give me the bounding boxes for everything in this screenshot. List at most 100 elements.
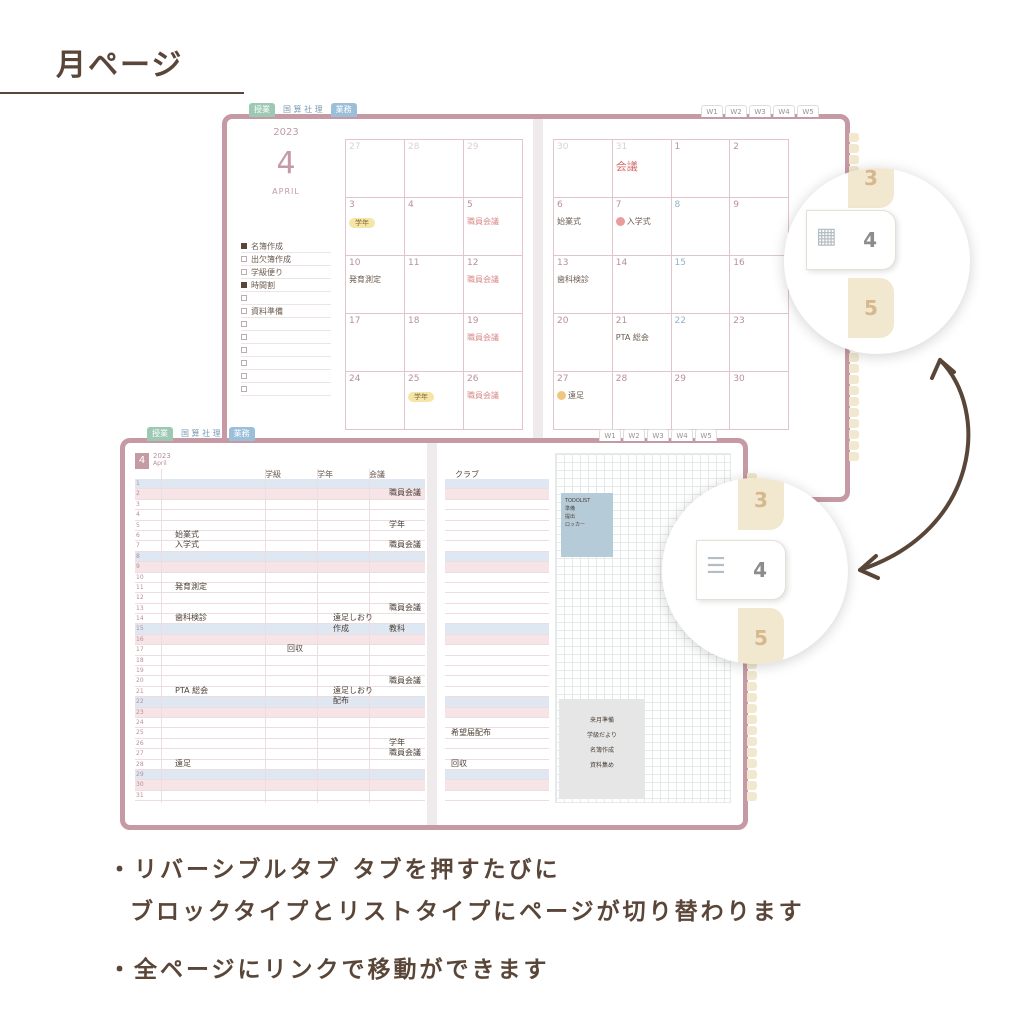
- side-tab[interactable]: [849, 397, 859, 406]
- side-tab[interactable]: [849, 364, 859, 373]
- checkbox-icon[interactable]: [241, 269, 247, 275]
- side-tab[interactable]: [849, 386, 859, 395]
- calendar-day[interactable]: 15: [671, 256, 731, 314]
- side-tab[interactable]: [747, 781, 757, 790]
- date-row[interactable]: [445, 500, 549, 511]
- checked-box-icon[interactable]: [241, 282, 247, 288]
- side-tab[interactable]: [747, 693, 757, 702]
- date-row[interactable]: 22: [135, 697, 425, 708]
- date-row[interactable]: 25: [135, 728, 425, 739]
- date-row[interactable]: [445, 634, 549, 646]
- date-row[interactable]: [445, 728, 549, 739]
- date-row[interactable]: [445, 707, 549, 718]
- date-row[interactable]: [445, 697, 549, 708]
- date-row[interactable]: 10: [135, 573, 425, 583]
- date-row[interactable]: 14: [135, 614, 425, 625]
- date-row[interactable]: [445, 739, 549, 750]
- date-row[interactable]: 1: [135, 479, 425, 490]
- date-row[interactable]: [445, 573, 549, 583]
- date-row[interactable]: [445, 718, 549, 729]
- calendar-day[interactable]: 28: [612, 372, 672, 430]
- subject-tabs-label[interactable]: 国 算 社 理: [283, 105, 323, 114]
- calendar-day[interactable]: 2: [730, 140, 789, 198]
- date-row[interactable]: [445, 687, 549, 698]
- date-row[interactable]: 23: [135, 707, 425, 718]
- side-tab[interactable]: [747, 704, 757, 713]
- side-tab[interactable]: [849, 441, 859, 450]
- work-tab[interactable]: 業務: [330, 103, 357, 117]
- date-row[interactable]: [445, 551, 549, 563]
- checkbox-icon[interactable]: [241, 347, 247, 353]
- checkbox-icon[interactable]: [241, 295, 247, 301]
- todo-item[interactable]: 名簿作成: [241, 240, 331, 253]
- week-tab-4[interactable]: W4: [773, 105, 795, 117]
- date-row[interactable]: 20: [135, 676, 425, 687]
- calendar-day[interactable]: 28: [405, 140, 464, 198]
- side-tab[interactable]: [849, 375, 859, 384]
- side-tab[interactable]: [747, 792, 757, 801]
- date-row[interactable]: [445, 780, 549, 791]
- date-row[interactable]: [445, 624, 549, 635]
- month-tab-3[interactable]: 3: [738, 478, 784, 530]
- subject-tabs-label[interactable]: 国 算 社 理: [181, 429, 221, 438]
- date-row[interactable]: [445, 791, 549, 802]
- date-row[interactable]: [445, 645, 549, 656]
- calendar-day[interactable]: 16: [730, 256, 789, 314]
- todo-item-empty[interactable]: [241, 331, 331, 344]
- work-tab[interactable]: 業務: [228, 427, 255, 441]
- calendar-day[interactable]: 14: [612, 256, 672, 314]
- date-row[interactable]: 27: [135, 749, 425, 760]
- month-tab-4-active[interactable]: 4: [806, 210, 896, 270]
- side-tab[interactable]: [849, 452, 859, 461]
- date-row[interactable]: [445, 531, 549, 542]
- week-tab-3[interactable]: W3: [749, 105, 771, 117]
- date-row[interactable]: 3: [135, 500, 425, 511]
- date-row[interactable]: 29: [135, 769, 425, 781]
- date-row[interactable]: 21: [135, 687, 425, 698]
- calendar-day[interactable]: 18: [405, 314, 464, 372]
- date-row[interactable]: [445, 541, 549, 552]
- calendar-day[interactable]: 20: [554, 314, 613, 372]
- side-tab[interactable]: [849, 430, 859, 439]
- date-row[interactable]: [445, 666, 549, 677]
- todo-item-empty[interactable]: [241, 318, 331, 331]
- date-row[interactable]: 31: [135, 791, 425, 802]
- date-row[interactable]: [445, 479, 549, 490]
- checkbox-icon[interactable]: [241, 308, 247, 314]
- calendar-day[interactable]: 30: [554, 140, 613, 198]
- side-tab[interactable]: [747, 473, 757, 482]
- week-tab-2[interactable]: W2: [725, 105, 747, 117]
- date-row[interactable]: 5: [135, 521, 425, 531]
- side-tab[interactable]: [849, 353, 859, 362]
- side-tab[interactable]: [747, 671, 757, 680]
- calendar-day[interactable]: 4: [405, 198, 464, 256]
- calendar-day[interactable]: 8: [671, 198, 731, 256]
- side-tab[interactable]: [747, 660, 757, 669]
- date-row[interactable]: 18: [135, 656, 425, 667]
- class-tab[interactable]: 授業: [249, 103, 275, 117]
- date-row[interactable]: [445, 593, 549, 604]
- side-tab[interactable]: [747, 737, 757, 746]
- todo-item[interactable]: 資料準備: [241, 305, 331, 318]
- date-row[interactable]: [445, 614, 549, 625]
- side-tab[interactable]: [849, 408, 859, 417]
- side-tab[interactable]: [849, 133, 859, 142]
- week-tab-2[interactable]: W2: [623, 429, 645, 441]
- date-row[interactable]: 26: [135, 739, 425, 750]
- checked-box-icon[interactable]: [241, 243, 247, 249]
- date-row[interactable]: 19: [135, 666, 425, 677]
- date-row[interactable]: 13: [135, 604, 425, 615]
- month-tab-5[interactable]: 5: [848, 278, 894, 338]
- side-tab[interactable]: [747, 726, 757, 735]
- week-tab-4[interactable]: W4: [671, 429, 693, 441]
- checkbox-icon[interactable]: [241, 321, 247, 327]
- date-row[interactable]: 12: [135, 593, 425, 604]
- checkbox-icon[interactable]: [241, 373, 247, 379]
- date-row[interactable]: 24: [135, 718, 425, 729]
